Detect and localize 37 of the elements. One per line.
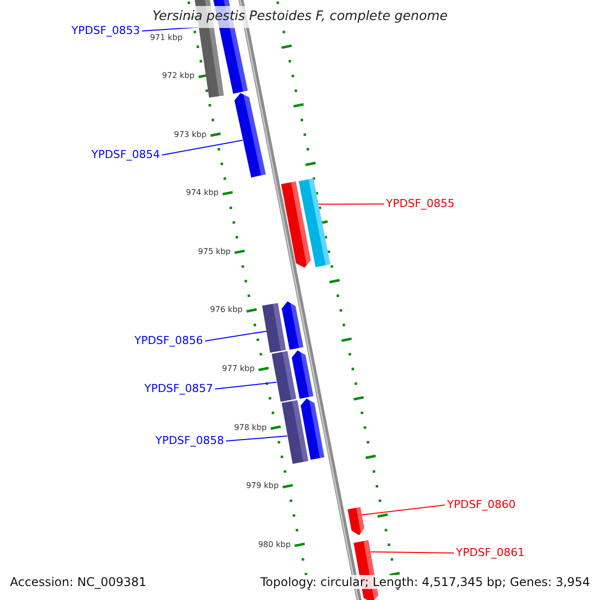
gene-bar	[281, 400, 308, 464]
scale-label: 979 kbp	[246, 481, 279, 492]
gene-bar	[298, 178, 330, 268]
scale-label: 975 kbp	[198, 246, 231, 257]
leader-line	[214, 382, 277, 390]
gene-feature	[232, 91, 266, 178]
leader-line	[204, 330, 267, 342]
gene-label: YPDSF_0860	[447, 498, 516, 511]
gene-label: YPDSF_0853	[71, 24, 140, 37]
scale-label: 973 kbp	[174, 130, 207, 140]
scale-label: 976 kbp	[210, 305, 243, 316]
gene-feature	[280, 300, 303, 350]
scale-label: 971 kbp	[150, 33, 183, 43]
gene-bar	[271, 350, 296, 402]
gene-feature	[299, 396, 324, 460]
gene-feature	[280, 182, 312, 270]
leader-line	[361, 504, 446, 516]
leader-line	[162, 140, 244, 156]
gene-label: YPDSF_0861	[456, 546, 525, 559]
gene-label: YPDSF_0856	[134, 334, 203, 347]
gene-label: YPDSF_0855	[386, 197, 455, 210]
leader-line	[226, 436, 288, 442]
scale-label: 978 kbp	[234, 422, 267, 433]
gene-label: YPDSF_0857	[144, 382, 213, 395]
gene-label: YPDSF_0854	[91, 148, 160, 161]
footer-text: Topology: circular; Length: 4,517,345 bp; Genes: 3,954	[260, 575, 590, 589]
scale-label: 972 kbp	[162, 71, 195, 81]
gene-bar	[262, 302, 286, 352]
gene-feature	[348, 506, 366, 536]
leader-line	[370, 551, 454, 554]
scale-label: 974 kbp	[186, 188, 219, 198]
scale-label: 977 kbp	[222, 364, 255, 374]
leader-line	[318, 204, 384, 205]
footer-text: Accession: NC_009381	[10, 575, 146, 589]
scale-label: 980 kbp	[258, 540, 291, 550]
gene-label: YPDSF_0858	[155, 434, 224, 447]
gene-feature	[290, 348, 313, 398]
